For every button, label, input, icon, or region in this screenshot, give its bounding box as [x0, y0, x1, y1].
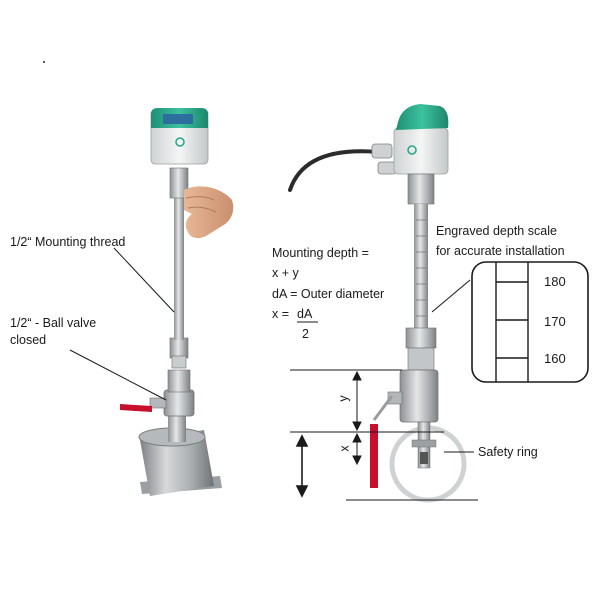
left-clamp: [168, 414, 186, 442]
label-engraved-scale: Engraved depth scale: [436, 224, 557, 238]
right-valve-handle: [370, 424, 378, 488]
scale-value-160: 160: [544, 351, 566, 366]
right-cable-connector: [371, 143, 393, 159]
label-mounting-thread: 1/2“ Mounting thread: [10, 235, 126, 249]
label-x-plus-y: x + y: [272, 266, 299, 280]
label-accurate-installation: for accurate installation: [436, 244, 565, 258]
left-assembly: [120, 108, 234, 496]
label-denominator: 2: [302, 327, 309, 341]
label-ball-valve-closed: closed: [10, 333, 47, 347]
left-probe-rod: [174, 196, 184, 340]
label-ball-valve: 1/2“ - Ball valve: [10, 316, 97, 330]
dimension-x-arrow: [352, 432, 362, 466]
dimension-da-arrow: [295, 434, 309, 498]
leader-ball-valve: [69, 349, 167, 401]
depth-scale-box: [471, 261, 589, 383]
dimension-y-arrow: [352, 370, 362, 432]
right-probe-rod: [414, 204, 428, 328]
left-valve-handle: [120, 404, 152, 412]
left-sensor-display: [163, 114, 193, 124]
scale-value-170: 170: [544, 314, 566, 329]
right-assembly: [288, 104, 467, 503]
right-cable: [288, 149, 380, 192]
left-valve-body: [163, 389, 195, 417]
left-pipe-body: [140, 430, 214, 496]
leader-mounting-thread: [113, 247, 175, 313]
label-dim-y: y: [336, 395, 351, 402]
right-valve-body: [399, 369, 439, 423]
label-da-outer-diameter: dA = Outer diameter: [272, 287, 385, 301]
right-compression-fitting: [405, 327, 437, 349]
dimension-lines: [290, 369, 478, 501]
label-dim-x: x: [337, 445, 352, 452]
label-mounting-depth: Mounting depth =: [272, 246, 369, 260]
label-safety-ring: Safety ring: [478, 445, 538, 459]
left-compression-fitting: [169, 337, 189, 359]
right-sensor-head: [393, 127, 449, 175]
leader-scale: [431, 279, 471, 313]
scale-value-180: 180: [544, 274, 566, 289]
stray-dot: [43, 61, 45, 63]
label-x-equals: x =: [272, 307, 290, 321]
safety-ring-mark: [411, 439, 437, 448]
label-da-numerator: dA: [297, 307, 313, 321]
left-hand: [184, 186, 234, 239]
